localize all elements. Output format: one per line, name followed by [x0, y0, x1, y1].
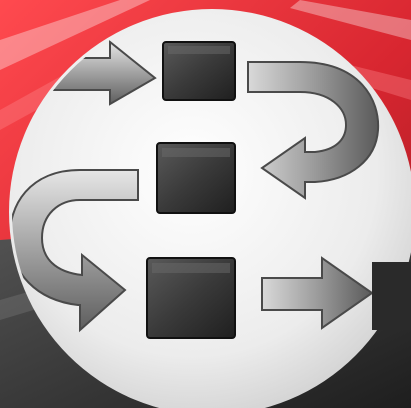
square-block-icon	[157, 143, 235, 213]
dark-arrow-icon	[372, 262, 411, 330]
square-block-icon	[147, 258, 235, 338]
square-block-icon	[163, 42, 235, 100]
